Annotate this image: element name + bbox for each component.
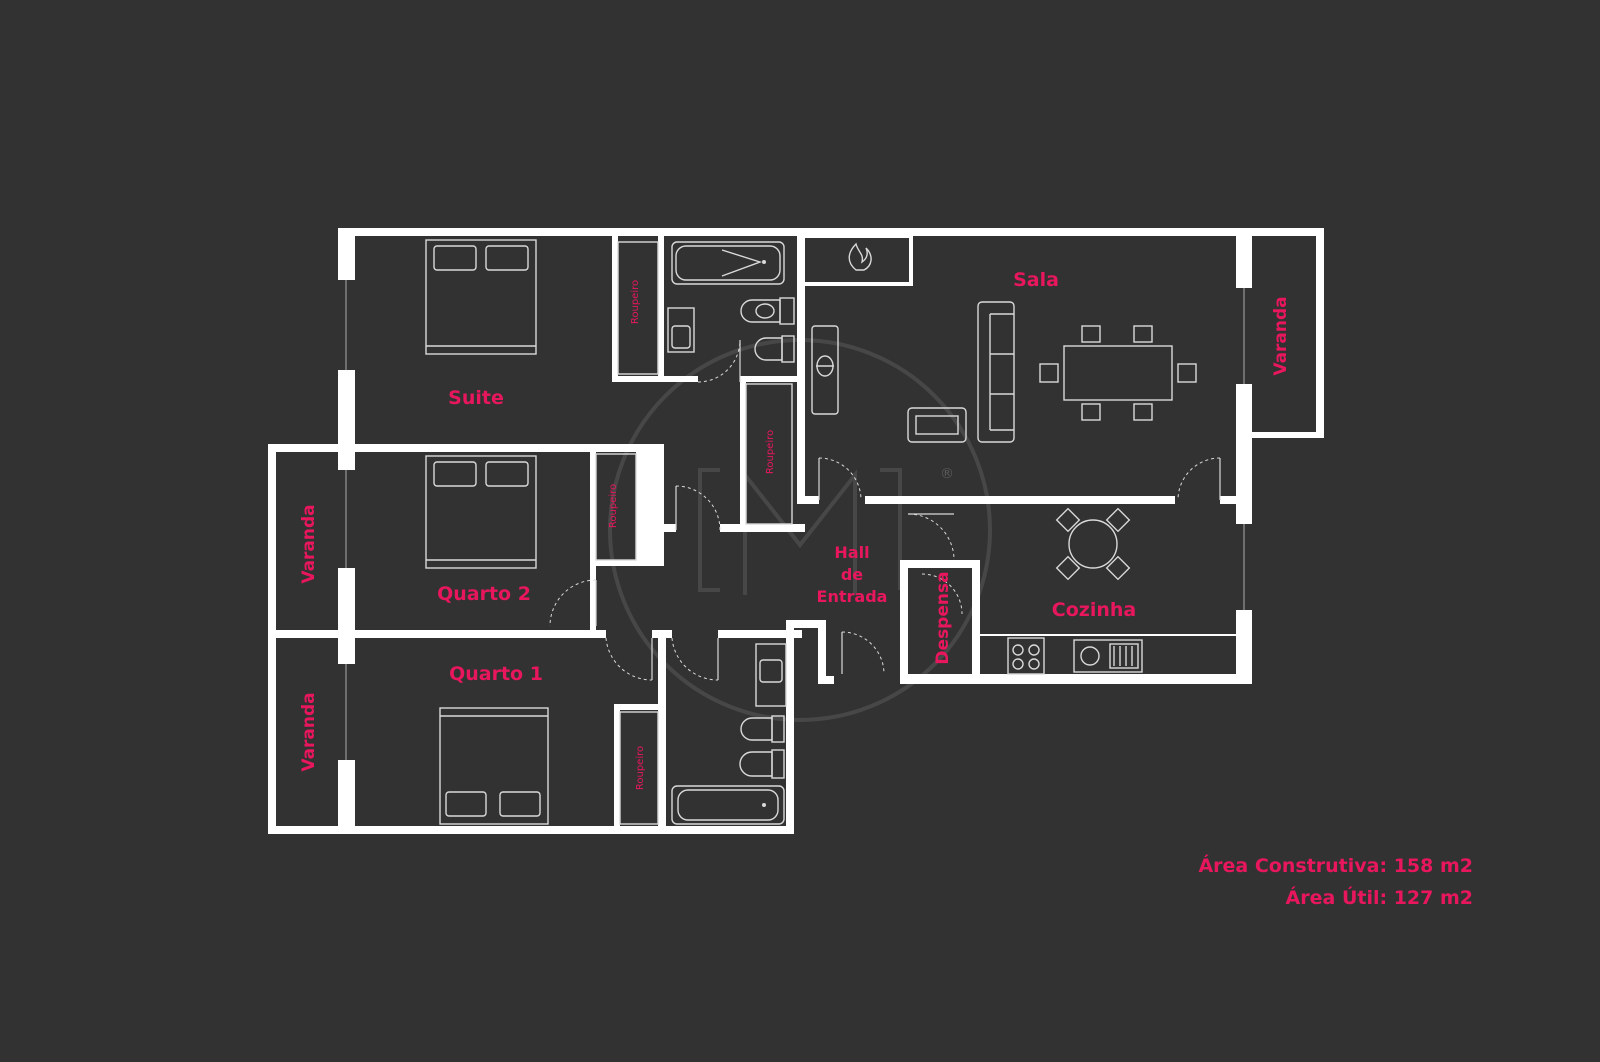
room-label-varanda-sala: Varanda <box>1271 296 1291 375</box>
bed-icon <box>425 455 537 569</box>
wardrobe <box>745 383 793 525</box>
area-util: Área Útil: 127 m2 <box>1285 887 1473 909</box>
windows <box>345 280 1245 760</box>
stove-icon <box>1007 637 1045 675</box>
room-label-suite: Suite <box>448 387 504 409</box>
label-roupeiro-suite: Roupeiro <box>630 280 641 324</box>
doors <box>549 339 1221 681</box>
bidet-icon <box>740 297 795 325</box>
bidet-icon <box>740 715 785 743</box>
label-roupeiro-quarto-1: Roupeiro <box>635 746 646 790</box>
label-roupeiro-quarto-2: Roupeiro <box>608 484 619 528</box>
furniture <box>425 239 1197 825</box>
room-label-quarto-1: Quarto 1 <box>449 663 543 685</box>
room-label-quarto-2: Quarto 2 <box>437 583 531 605</box>
label-roupeiro-hall: Roupeiro <box>765 430 776 474</box>
room-label-hall-3: Entrada <box>817 587 888 606</box>
bed-icon <box>439 707 549 825</box>
area-construtiva: Área Construtiva: 158 m2 <box>1198 855 1473 877</box>
bathtub-icon <box>671 785 785 825</box>
room-label-sala: Sala <box>1013 269 1059 291</box>
room-label-despensa: Despensa <box>933 571 953 664</box>
dining-table-icon <box>1039 325 1197 421</box>
toilet-icon <box>754 335 795 363</box>
room-label-cozinha: Cozinha <box>1052 599 1136 621</box>
toilet-icon <box>739 749 785 779</box>
bathtub-icon <box>671 241 785 285</box>
area-summary: Área Construtiva: 158 m2 Área Útil: 127 … <box>1198 850 1473 914</box>
wardrobe <box>619 711 659 825</box>
wardrobe <box>617 241 659 375</box>
sink-icon <box>755 643 787 707</box>
room-label-varanda-quarto-1: Varanda <box>299 692 319 771</box>
fireplace-icon <box>848 242 872 271</box>
registered-mark: ® <box>940 466 954 482</box>
walls <box>268 228 1324 834</box>
sofa-icon <box>977 301 1015 443</box>
room-label-varanda-quarto-2: Varanda <box>299 504 319 583</box>
wardrobe <box>595 453 637 561</box>
bed-icon <box>425 239 537 355</box>
sink-icon <box>667 307 695 353</box>
room-labels: Suite Quarto 2 Quarto 1 Sala Cozinha Hal… <box>299 269 1291 790</box>
armchair-icon <box>907 407 967 443</box>
tv-icon <box>811 325 839 415</box>
dining-table-icon <box>1055 507 1131 581</box>
kitchen-sink-icon <box>1073 639 1143 673</box>
room-label-hall-1: Hall <box>834 543 869 562</box>
room-label-hall-2: de <box>841 565 863 584</box>
